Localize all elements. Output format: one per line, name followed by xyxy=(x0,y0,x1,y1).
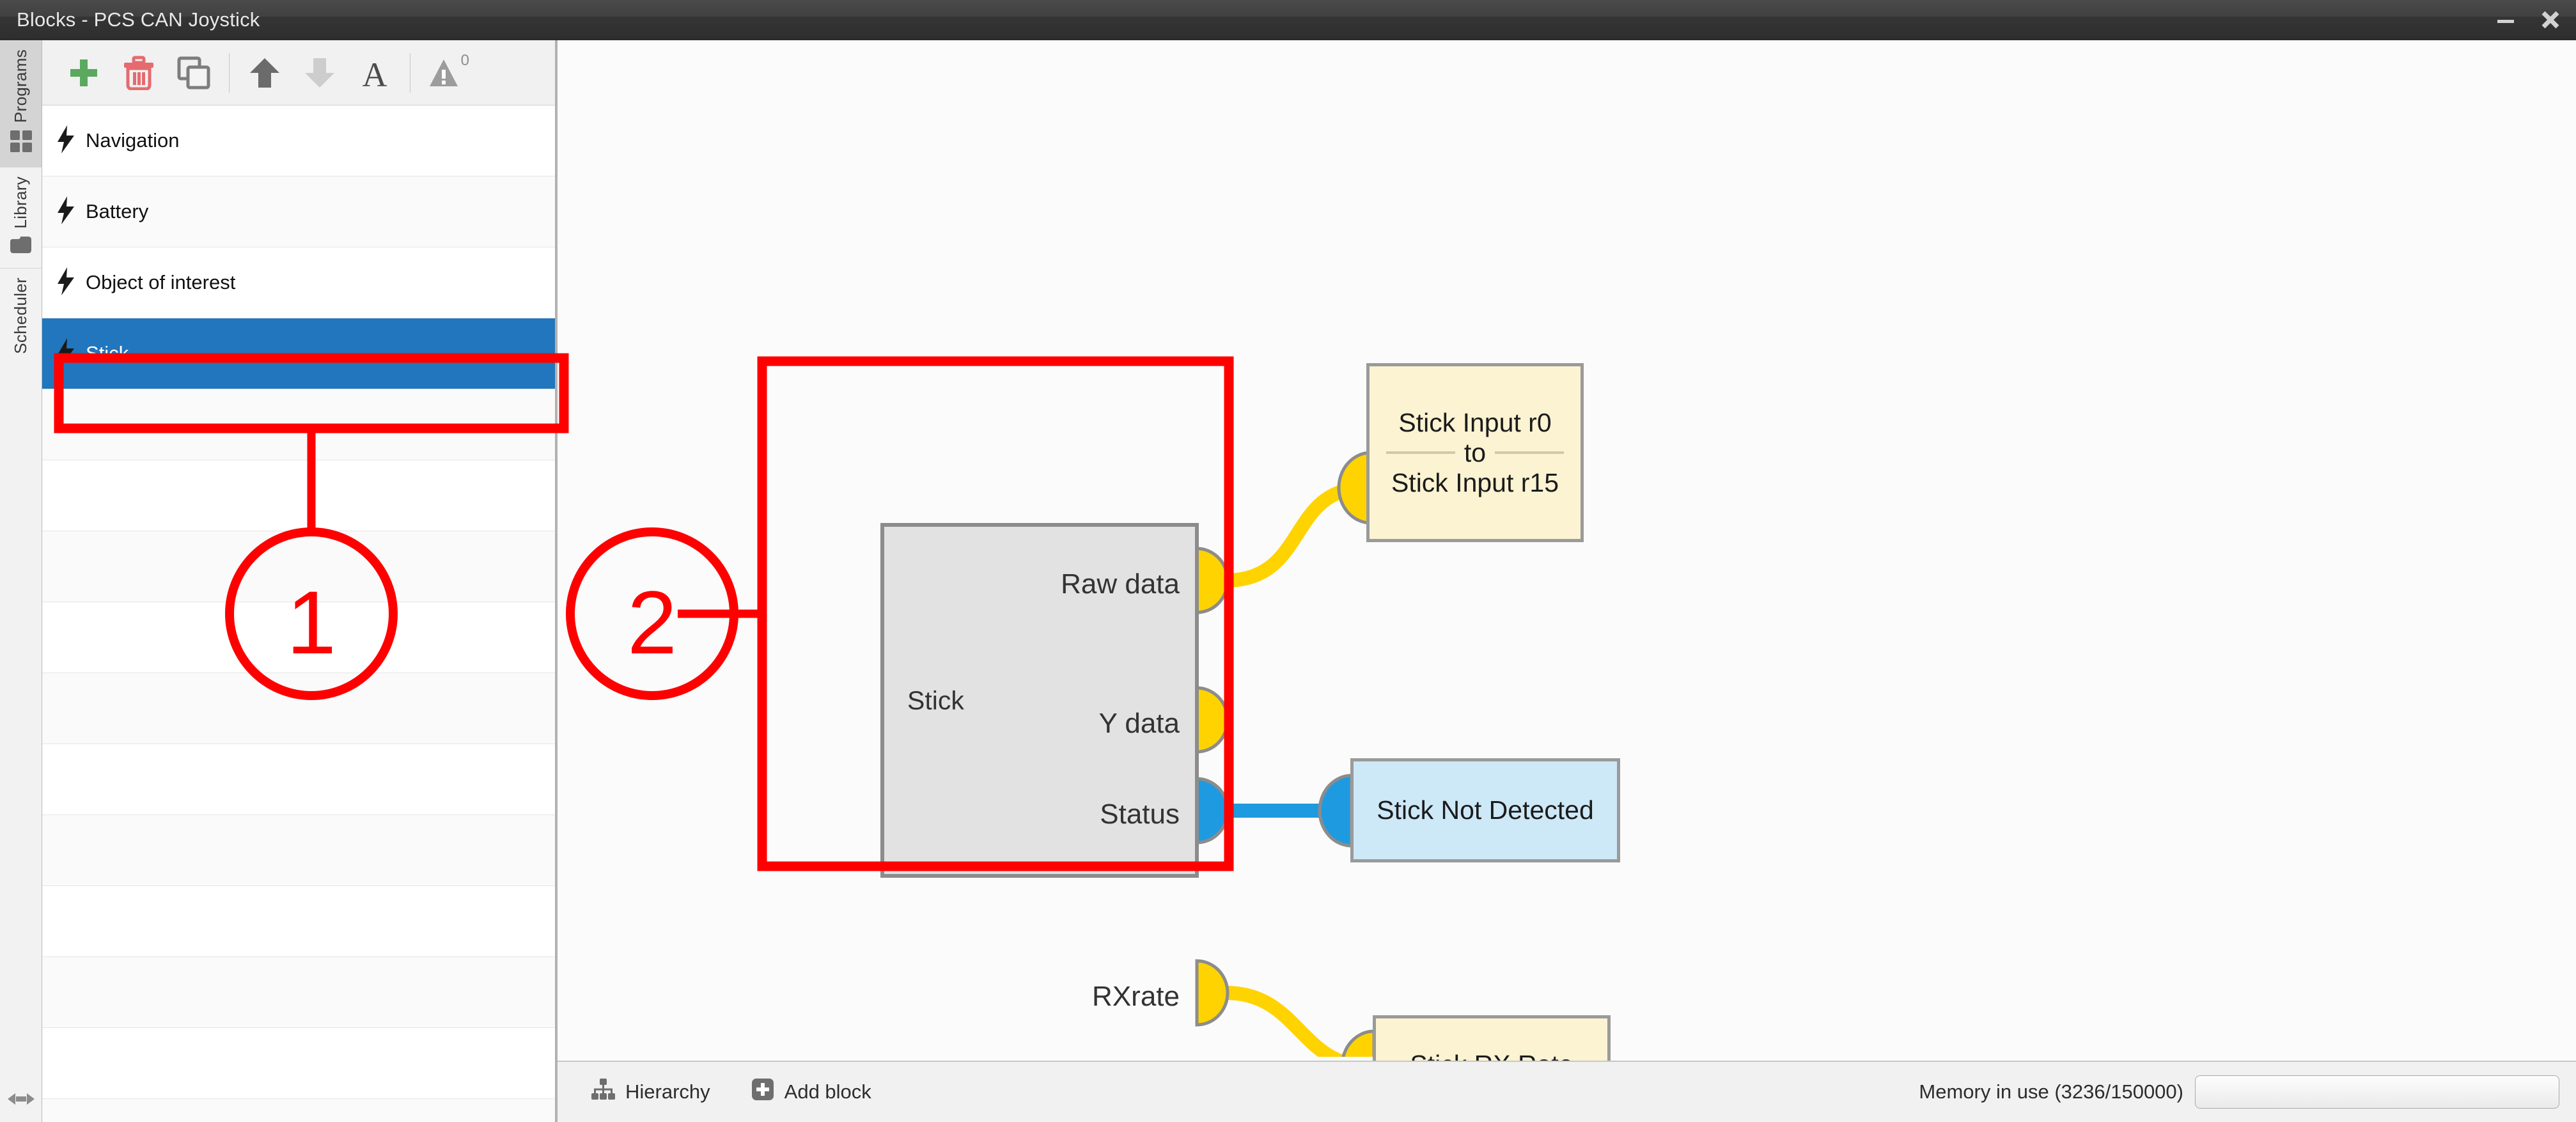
list-item-empty xyxy=(42,673,555,744)
vertical-tab-rail: Programs Library Scheduler xyxy=(0,40,42,1122)
input-port-stick-not-detected[interactable] xyxy=(1318,774,1354,848)
letter-a-icon: A xyxy=(363,56,387,90)
list-item-empty xyxy=(42,602,555,673)
sidebar-item-navigation-label: Navigation xyxy=(86,129,180,152)
add-button[interactable] xyxy=(56,45,111,100)
stick-input-range-line2: Stick Input r15 xyxy=(1391,467,1559,497)
output-port-y-data[interactable] xyxy=(1195,686,1229,754)
programs-panel: A 0 xyxy=(42,40,558,1122)
input-port-stick-rx-rate[interactable] xyxy=(1341,1029,1376,1057)
svg-text:A: A xyxy=(363,56,387,90)
stick-not-detected-node[interactable]: Stick Not Detected xyxy=(1350,758,1620,862)
list-item-empty xyxy=(42,531,555,602)
program-list: Navigation Battery xyxy=(42,105,555,1122)
lightning-bolt-icon xyxy=(56,196,75,228)
toolbar-separator-1 xyxy=(229,52,230,93)
title-bar: Blocks - PCS CAN Joystick xyxy=(0,0,2576,40)
hierarchy-icon xyxy=(591,1079,615,1105)
trash-icon xyxy=(124,56,153,90)
list-item-empty xyxy=(42,886,555,957)
diagram-wires-layer xyxy=(1195,451,1376,1057)
sidebar-item-stick[interactable]: Stick xyxy=(42,318,555,389)
hierarchy-button[interactable]: Hierarchy xyxy=(591,1079,710,1105)
library-icon xyxy=(9,235,33,258)
stick-input-range-separator: to xyxy=(1464,437,1487,467)
port-label-rxrate: RXrate xyxy=(1092,981,1180,1012)
hierarchy-label: Hierarchy xyxy=(625,1080,710,1103)
copy-button[interactable] xyxy=(166,45,221,100)
stick-input-range-line1: Stick Input r0 xyxy=(1398,407,1552,437)
sidebar-item-object-of-interest-label: Object of interest xyxy=(86,271,236,293)
programs-toolbar: A 0 xyxy=(42,40,555,105)
rail-tab-programs[interactable]: Programs xyxy=(0,40,42,168)
stick-block-name: Stick xyxy=(907,685,964,715)
grid-icon xyxy=(9,129,33,157)
stick-rx-rate-label: Stick RX Rate xyxy=(1410,1050,1573,1061)
add-block-button[interactable]: Add block xyxy=(751,1078,871,1106)
warnings-button[interactable]: 0 xyxy=(418,45,473,100)
range-dash-left xyxy=(1386,451,1455,454)
output-port-status[interactable] xyxy=(1195,777,1229,845)
memory-status: Memory in use (3236/150000) xyxy=(1919,1075,2559,1109)
range-dash-right xyxy=(1495,451,1565,454)
rail-tab-library[interactable]: Library xyxy=(0,168,42,269)
output-port-rxrate[interactable] xyxy=(1195,959,1229,1027)
port-label-raw-data: Raw data xyxy=(1061,568,1180,600)
rename-button[interactable]: A xyxy=(347,45,402,100)
stick-input-range-node[interactable]: Stick Input r0 to Stick Input r15 xyxy=(1366,363,1584,542)
rail-tab-library-label: Library xyxy=(11,176,30,229)
delete-button[interactable] xyxy=(111,45,166,100)
wire-rxrate xyxy=(1219,986,1350,1057)
move-up-button[interactable] xyxy=(237,45,292,100)
sidebar-item-stick-label: Stick xyxy=(86,342,129,364)
list-item-empty xyxy=(42,1028,555,1099)
rail-tab-scheduler-label: Scheduler xyxy=(11,277,30,354)
warning-triangle-icon xyxy=(430,59,458,86)
left-right-arrows-icon xyxy=(6,1091,36,1110)
input-port-stick-input-range[interactable] xyxy=(1337,451,1373,525)
rail-tab-scheduler[interactable]: Scheduler xyxy=(0,269,42,368)
plus-square-icon xyxy=(751,1078,774,1106)
list-item-empty xyxy=(42,815,555,886)
sidebar-item-object-of-interest[interactable]: Object of interest xyxy=(42,247,555,318)
move-down-button[interactable] xyxy=(292,45,347,100)
window-body: Programs Library Scheduler xyxy=(0,40,2576,1122)
plus-icon xyxy=(70,59,97,86)
list-item-empty xyxy=(42,957,555,1028)
sidebar-item-navigation[interactable]: Navigation xyxy=(42,105,555,176)
window-controls xyxy=(2492,0,2564,40)
sidebar-item-battery-label: Battery xyxy=(86,200,149,222)
port-label-y-data: Y data xyxy=(1098,708,1180,739)
lightning-bolt-icon xyxy=(56,125,75,157)
arrow-down-icon xyxy=(305,58,334,88)
lightning-bolt-icon xyxy=(56,338,75,370)
rail-expand-button[interactable] xyxy=(0,1082,42,1122)
lightning-bolt-icon xyxy=(56,267,75,299)
list-item-empty xyxy=(42,744,555,815)
add-block-label: Add block xyxy=(784,1080,871,1103)
status-bar: Hierarchy Add block Memory in use (3236/… xyxy=(558,1061,2576,1122)
port-label-status: Status xyxy=(1100,799,1180,830)
window-title: Blocks - PCS CAN Joystick xyxy=(17,8,260,31)
memory-progress-bar xyxy=(2195,1075,2559,1109)
close-icon[interactable] xyxy=(2536,6,2564,34)
memory-label: Memory in use (3236/150000) xyxy=(1919,1080,2183,1103)
stick-input-range-separator-row: to xyxy=(1381,438,1569,468)
output-port-raw-data[interactable] xyxy=(1195,547,1229,614)
sidebar-item-battery[interactable]: Battery xyxy=(42,176,555,247)
list-item-empty xyxy=(42,389,555,460)
list-item-empty xyxy=(42,1099,555,1122)
rail-spacer xyxy=(0,368,42,1082)
stick-block[interactable]: Stick Raw data Y data Status RXrate xyxy=(880,523,1199,1012)
warning-count-badge: 0 xyxy=(460,51,469,69)
stick-rx-rate-node[interactable]: Stick RX Rate xyxy=(1373,1015,1611,1061)
copy-icon xyxy=(177,56,210,89)
block-diagram-canvas[interactable]: Stick Raw data Y data Status RXrate Stic… xyxy=(558,40,2576,1061)
stick-not-detected-label: Stick Not Detected xyxy=(1377,795,1594,825)
list-item-empty xyxy=(42,460,555,531)
canvas-area: Stick Raw data Y data Status RXrate Stic… xyxy=(558,40,2576,1122)
rail-tab-programs-label: Programs xyxy=(11,49,30,123)
minimize-icon[interactable] xyxy=(2492,6,2520,34)
arrow-up-icon xyxy=(250,58,279,88)
